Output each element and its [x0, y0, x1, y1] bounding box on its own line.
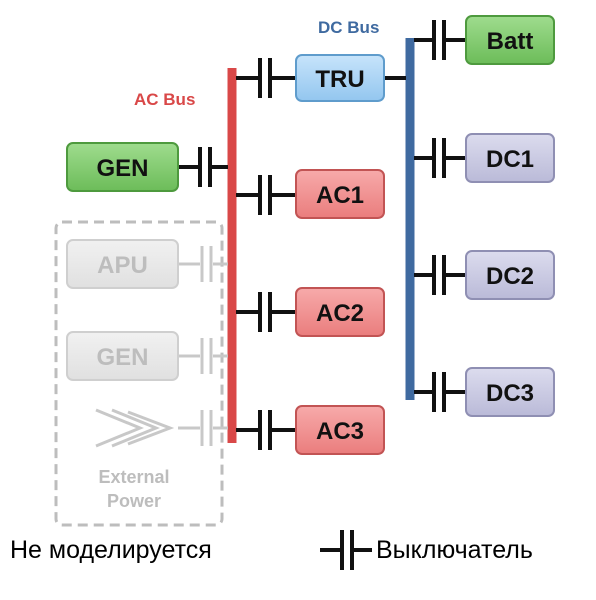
switch-batt[interactable]: [414, 20, 466, 60]
batt-label: Batt: [487, 28, 534, 55]
switch-apu: [178, 246, 228, 282]
ac1-box[interactable]: AC1: [295, 169, 385, 219]
ac3-box[interactable]: AC3: [295, 405, 385, 455]
legend-switch-label: Выключатель: [376, 536, 533, 564]
ac-bus-label: AC Bus: [134, 90, 195, 109]
gen-ext-box: GEN: [66, 331, 179, 381]
switch-dc1[interactable]: [414, 138, 466, 178]
batt-box[interactable]: Batt: [465, 15, 555, 65]
dc-bus-label: DC Bus: [318, 18, 379, 37]
dc2-box[interactable]: DC2: [465, 250, 555, 300]
dc3-label: DC3: [486, 380, 534, 407]
switch-dc2[interactable]: [414, 255, 466, 295]
switch-external-power: [178, 410, 228, 446]
dc1-box[interactable]: DC1: [465, 133, 555, 183]
ac1-label: AC1: [316, 182, 364, 209]
ac2-label: AC2: [316, 300, 364, 327]
gen-ext-label: GEN: [96, 344, 148, 371]
ac3-label: AC3: [316, 418, 364, 445]
switch-dc3[interactable]: [414, 372, 466, 412]
tru-label: TRU: [315, 66, 364, 93]
tru-box[interactable]: TRU: [295, 54, 385, 102]
switch-gen-ext: [178, 338, 228, 374]
switch-ac3[interactable]: [236, 410, 296, 450]
legend-not-modeled: Не моделируется: [10, 536, 212, 564]
gen-main-label: GEN: [96, 155, 148, 182]
grey-connections: [178, 246, 228, 446]
ac2-box[interactable]: AC2: [295, 287, 385, 337]
switch-ac1[interactable]: [236, 175, 296, 215]
switch-ac2[interactable]: [236, 292, 296, 332]
apu-box: APU: [66, 239, 179, 289]
dc3-box[interactable]: DC3: [465, 367, 555, 417]
apu-label: APU: [97, 252, 148, 279]
external-power-label-line2: Power: [107, 491, 161, 511]
connections: [178, 20, 466, 450]
legend-switch-symbol-icon: [320, 530, 372, 570]
external-power-label-line1: External: [98, 467, 169, 487]
switch-ac-tru[interactable]: [236, 58, 296, 98]
not-modeled-region: [54, 220, 224, 527]
dc1-label: DC1: [486, 146, 534, 173]
gen-main-box[interactable]: GEN: [66, 142, 179, 192]
external-power-plug-icon: [95, 408, 175, 448]
switch-gen-main[interactable]: [178, 147, 228, 187]
dc2-label: DC2: [486, 263, 534, 290]
